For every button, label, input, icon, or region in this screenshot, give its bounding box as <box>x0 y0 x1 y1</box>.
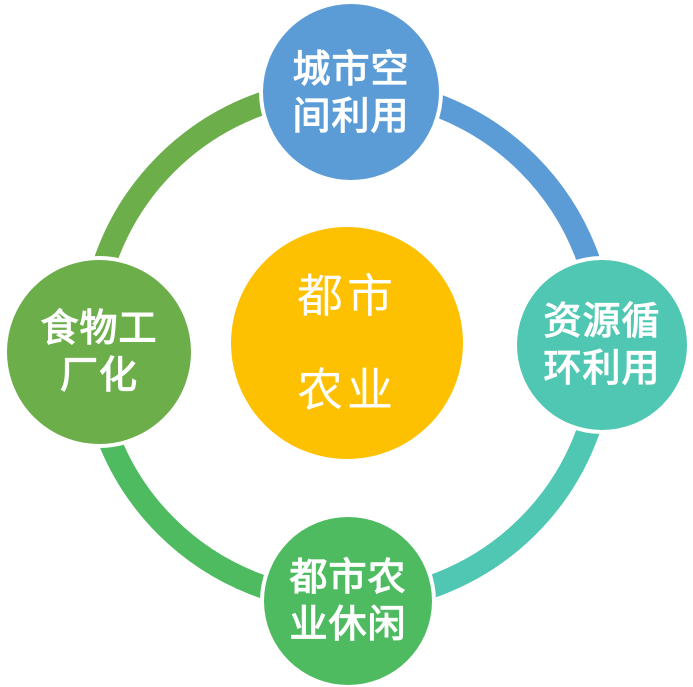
center-circle-urban-agriculture <box>231 227 463 459</box>
node-circle-agri-leisure <box>260 513 436 687</box>
node-circle-food-factory <box>3 256 195 448</box>
node-circle-urban-space <box>259 0 443 184</box>
node-circle-resource-recycling <box>513 256 691 434</box>
